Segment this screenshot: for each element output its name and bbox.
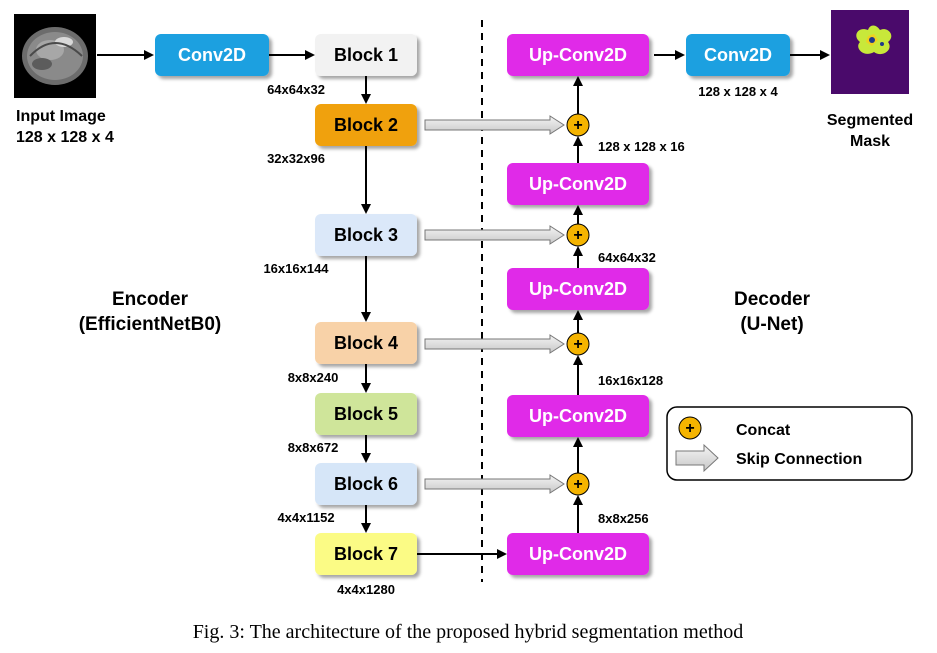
- decoder-upconv-2: Up-Conv2D: [507, 163, 649, 205]
- encoder-subtitle: (EfficientNetB0): [79, 314, 222, 335]
- encoder-block-2-label: Block 2: [334, 115, 398, 135]
- decoder-upconv-3: Up-Conv2D: [507, 268, 649, 310]
- encoder-block-3-dimensions: 16x16x144: [263, 261, 329, 276]
- output-label-line1: Segmented: [827, 112, 913, 129]
- decoder-upconv-5-dimensions: 8x8x256: [598, 511, 649, 526]
- encoder-block-6-label: Block 6: [334, 474, 398, 494]
- concat-2-icon: [566, 223, 590, 247]
- decoder-upconv-4: Up-Conv2D: [507, 395, 649, 437]
- output-label-line2: Mask: [850, 133, 890, 150]
- decoder-upconv-3-label: Up-Conv2D: [529, 279, 627, 299]
- encoder-block-3: Block 3: [315, 214, 417, 256]
- concat-node-2: +: [566, 223, 590, 247]
- concat-1-symbol: +: [573, 117, 582, 134]
- concat-node-1: +: [566, 113, 590, 137]
- encoder-block-1-label: Block 1: [334, 45, 398, 65]
- conv2d-output-box: Conv2D: [686, 34, 790, 76]
- conv2d-output-label: Conv2D: [704, 45, 772, 65]
- segmented-mask-image: [831, 10, 909, 94]
- conv2d-input-box: Conv2D: [155, 34, 269, 76]
- encoder-block-7: Block 7: [315, 533, 417, 575]
- decoder-upconv-1-rect: [507, 34, 649, 76]
- skip-connection-1: [424, 115, 565, 135]
- decoder-blocks: Up-Conv2D Up-Conv2D 128 x 128 x 16 Up-Conv2…: [417, 34, 685, 575]
- figure-caption: Fig. 3: The architecture of the proposed…: [193, 621, 744, 643]
- decoder-upconv-1-label: Up-Conv2D: [529, 45, 627, 65]
- decoder-upconv-4-label: Up-Conv2D: [529, 406, 627, 426]
- input-label: Input Image: [16, 108, 106, 125]
- encoder-block-6: Block 6: [315, 463, 417, 505]
- skip-connection-3: [424, 334, 565, 354]
- encoder-block-4-dimensions: 8x8x240: [288, 370, 339, 385]
- decoder-upconv-4-dimensions: 16x16x128: [598, 373, 663, 388]
- legend-skip-label: Skip Connection: [736, 451, 862, 468]
- decoder-subtitle: (U-Net): [740, 314, 803, 335]
- encoder-block-1: Block 1: [315, 34, 417, 76]
- legend-concat-label: Concat: [736, 422, 791, 439]
- encoder-block-7-label: Block 7: [334, 544, 398, 564]
- decoder-title: Decoder: [734, 289, 811, 310]
- decoder-upconv-5-label: Up-Conv2D: [529, 544, 627, 564]
- skip-connection-4: [424, 474, 565, 494]
- encoder-block-4-rect: [315, 322, 417, 364]
- decoder-upconv-5: Up-Conv2D: [507, 533, 649, 575]
- encoder-block-4: Block 4: [315, 322, 417, 364]
- final-conv-dimensions: 128 x 128 x 4: [698, 84, 778, 99]
- encoder-block-2-dimensions: 32x32x96: [267, 151, 325, 166]
- encoder-block-7-dimensions: 4x4x1280: [337, 582, 395, 597]
- encoder-block-2: Block 2: [315, 104, 417, 146]
- concat-3-icon: [566, 332, 590, 356]
- concat-1-icon: [566, 113, 590, 137]
- legend-concat-symbol: +: [685, 420, 694, 437]
- encoder-block-6-rect: [315, 463, 417, 505]
- encoder-block-6-dimensions: 4x4x1152: [277, 510, 334, 525]
- decoder-upconv-3-dimensions: 64x64x32: [598, 250, 656, 265]
- decoder-upconv-2-dimensions: 128 x 128 x 16: [598, 139, 685, 154]
- encoder-block-3-label: Block 3: [334, 225, 398, 245]
- encoder-block-4-label: Block 4: [334, 333, 398, 353]
- encoder-block-1-rect: [315, 34, 417, 76]
- concat-node-3: +: [566, 332, 590, 356]
- decoder-upconv-1: Up-Conv2D: [507, 34, 649, 76]
- input-image: [14, 14, 96, 98]
- legend-skip-arrow-icon: [675, 443, 719, 473]
- encoder-block-5-dimensions: 8x8x672: [288, 440, 339, 455]
- decoder-upconv-2-label: Up-Conv2D: [529, 174, 627, 194]
- legend: + Concat Skip Connection: [666, 406, 913, 481]
- legend-box: [666, 406, 913, 481]
- decoder-upconv-3-rect: [507, 268, 649, 310]
- concat-node-4: +: [566, 472, 590, 496]
- encoder-block-5-rect: [315, 393, 417, 435]
- decoder-upconv-5-rect: [507, 533, 649, 575]
- encoder-block-5-label: Block 5: [334, 404, 398, 424]
- decoder-upconv-4-rect: [507, 395, 649, 437]
- concat-4-icon: [566, 472, 590, 496]
- encoder-title: Encoder: [112, 289, 189, 310]
- encoder-block-7-rect: [315, 533, 417, 575]
- encoder-block-3-rect: [315, 214, 417, 256]
- input-dimensions: 128 x 128 x 4: [16, 129, 114, 146]
- concat-2-symbol: +: [573, 227, 582, 244]
- conv2d-input-label: Conv2D: [178, 45, 246, 65]
- encoder-block-5: Block 5: [315, 393, 417, 435]
- encoder-block-2-rect: [315, 104, 417, 146]
- decoder-upconv-2-rect: [507, 163, 649, 205]
- concat-3-symbol: +: [573, 336, 582, 353]
- skip-connection-2: [424, 225, 565, 245]
- legend-concat-icon: [678, 416, 702, 440]
- concat-4-symbol: +: [573, 476, 582, 493]
- encoder-block-1-dimensions: 64x64x32: [267, 82, 325, 97]
